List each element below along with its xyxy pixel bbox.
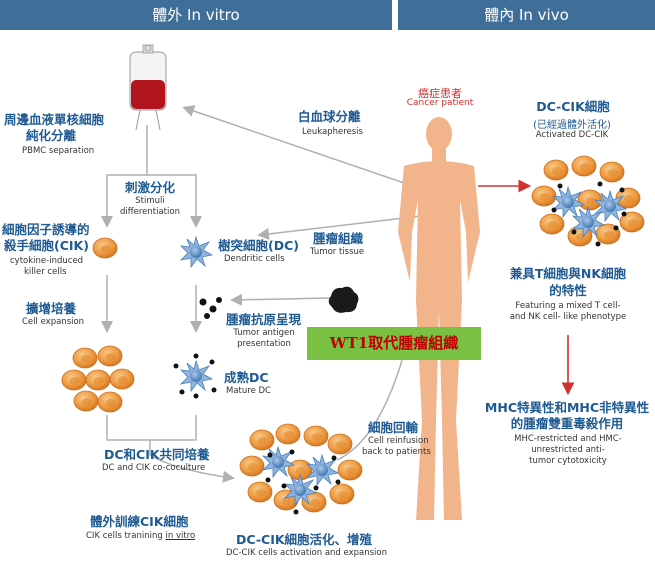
activation-subtitle: DC-CIK cells activation and expansion	[226, 548, 387, 558]
reinfusion-subtitle-2: back to patients	[362, 447, 431, 457]
pbmc-subtitle: PBMC separation	[22, 146, 95, 156]
activation-title: DC-CIK細胞活化、增殖	[236, 532, 373, 547]
activated-subtitle: Activated DC-CIK	[535, 130, 609, 140]
pbmc-title: 周邊血液單核細胞	[4, 112, 105, 127]
cik-cell-icon	[92, 237, 118, 259]
stimuli-subtitle-2: differentiation	[120, 207, 180, 217]
expansion-subtitle: Cell expansion	[22, 317, 85, 327]
mature-dc-subtitle: Mature DC	[226, 386, 271, 396]
antigen-subtitle-1: Tumor antigen	[233, 328, 295, 338]
stimuli-subtitle-1: Stimuli	[135, 196, 165, 206]
antigen-subtitle-2: presentation	[237, 339, 291, 349]
dendritic-cell-icon	[180, 236, 213, 268]
mixed-phenotype-subtitle-1: Featuring a mixed T cell-	[515, 301, 621, 311]
mature-dc-title: 成熟DC	[224, 370, 269, 385]
tumor-tissue-subtitle: Tumor tissue	[310, 247, 365, 257]
reinfusion-subtitle-1: Cell reinfusion	[368, 436, 429, 446]
blood-bag-icon	[129, 44, 167, 131]
antigen-dots	[199, 297, 222, 319]
stimuli-title: 刺激分化	[124, 180, 175, 195]
flow-arrows	[101, 105, 431, 483]
patient-title: 癌症患者	[418, 87, 462, 100]
training-title: 體外訓練CIK細胞	[90, 514, 189, 529]
mixed-phenotype-title: 兼具T細胞與NK細胞	[509, 266, 627, 281]
activated-title: DC-CIK細胞	[536, 99, 610, 114]
cik-subtitle-2: killer cells	[24, 267, 67, 277]
tumor-tissue-icon	[328, 286, 359, 313]
human-body-icon	[398, 117, 480, 520]
cytotoxicity-subtitle-2: unrestricted anti-	[531, 445, 605, 455]
coculture-title: DC和CIK共同培養	[104, 447, 210, 462]
mixed-phenotype-title-2: 的特性	[549, 283, 587, 298]
activated-dc-cik-cluster	[531, 155, 645, 247]
reinfusion-title: 細胞回輸	[368, 420, 419, 435]
training-subtitle-text: CIK cells tranining	[86, 531, 166, 541]
cik-title: 細胞因子誘導的	[2, 222, 90, 237]
expanded-cik-cluster	[61, 345, 135, 413]
dc-title: 樹突細胞(DC)	[218, 238, 299, 253]
activated-title-2: (已經過體外活化)	[533, 120, 611, 131]
cytotoxicity-title: MHC特異性和MHC非特異性	[484, 400, 650, 415]
expansion-title: 擴增培養	[26, 301, 77, 316]
wt1-replacement-box: WT1取代腫瘤組織	[307, 327, 481, 360]
cytotoxicity-subtitle-1: MHC-restricted and HMC-	[514, 434, 622, 444]
cik-title-2: 殺手細胞(CIK)	[4, 238, 89, 253]
pbmc-title-2: 純化分離	[26, 128, 77, 143]
tumor-tissue-title: 腫瘤組織	[313, 231, 364, 246]
header-in-vivo: 體內 In vivo	[398, 0, 655, 30]
cytotoxicity-subtitle-3: tumor cytotoxicity	[529, 456, 607, 466]
mixed-phenotype-subtitle-2: and NK cell- like phenotype	[509, 312, 627, 322]
mature-dc-icon	[173, 353, 217, 399]
coculture-subtitle: DC and CIK co-coculture	[102, 463, 206, 473]
dc-subtitle: Dendritic cells	[224, 254, 285, 264]
patient-subtitle: Cancer patient	[406, 98, 474, 108]
training-subtitle-underlined: in vitro	[165, 531, 196, 541]
dc-cik-activation-cluster	[239, 423, 363, 515]
cik-subtitle-1: cytokine-induced	[10, 256, 84, 266]
training-subtitle: CIK cells tranining in vitro	[86, 531, 195, 542]
antigen-title: 腫瘤抗原呈現	[226, 312, 302, 327]
leukapheresis-subtitle: Leukapheresis	[302, 127, 363, 137]
header-in-vitro: 體外 In vitro	[0, 0, 392, 30]
cytotoxicity-title-2: 的腫瘤雙重毒殺作用	[510, 416, 624, 431]
leukapheresis-title: 白血球分離	[298, 109, 361, 124]
